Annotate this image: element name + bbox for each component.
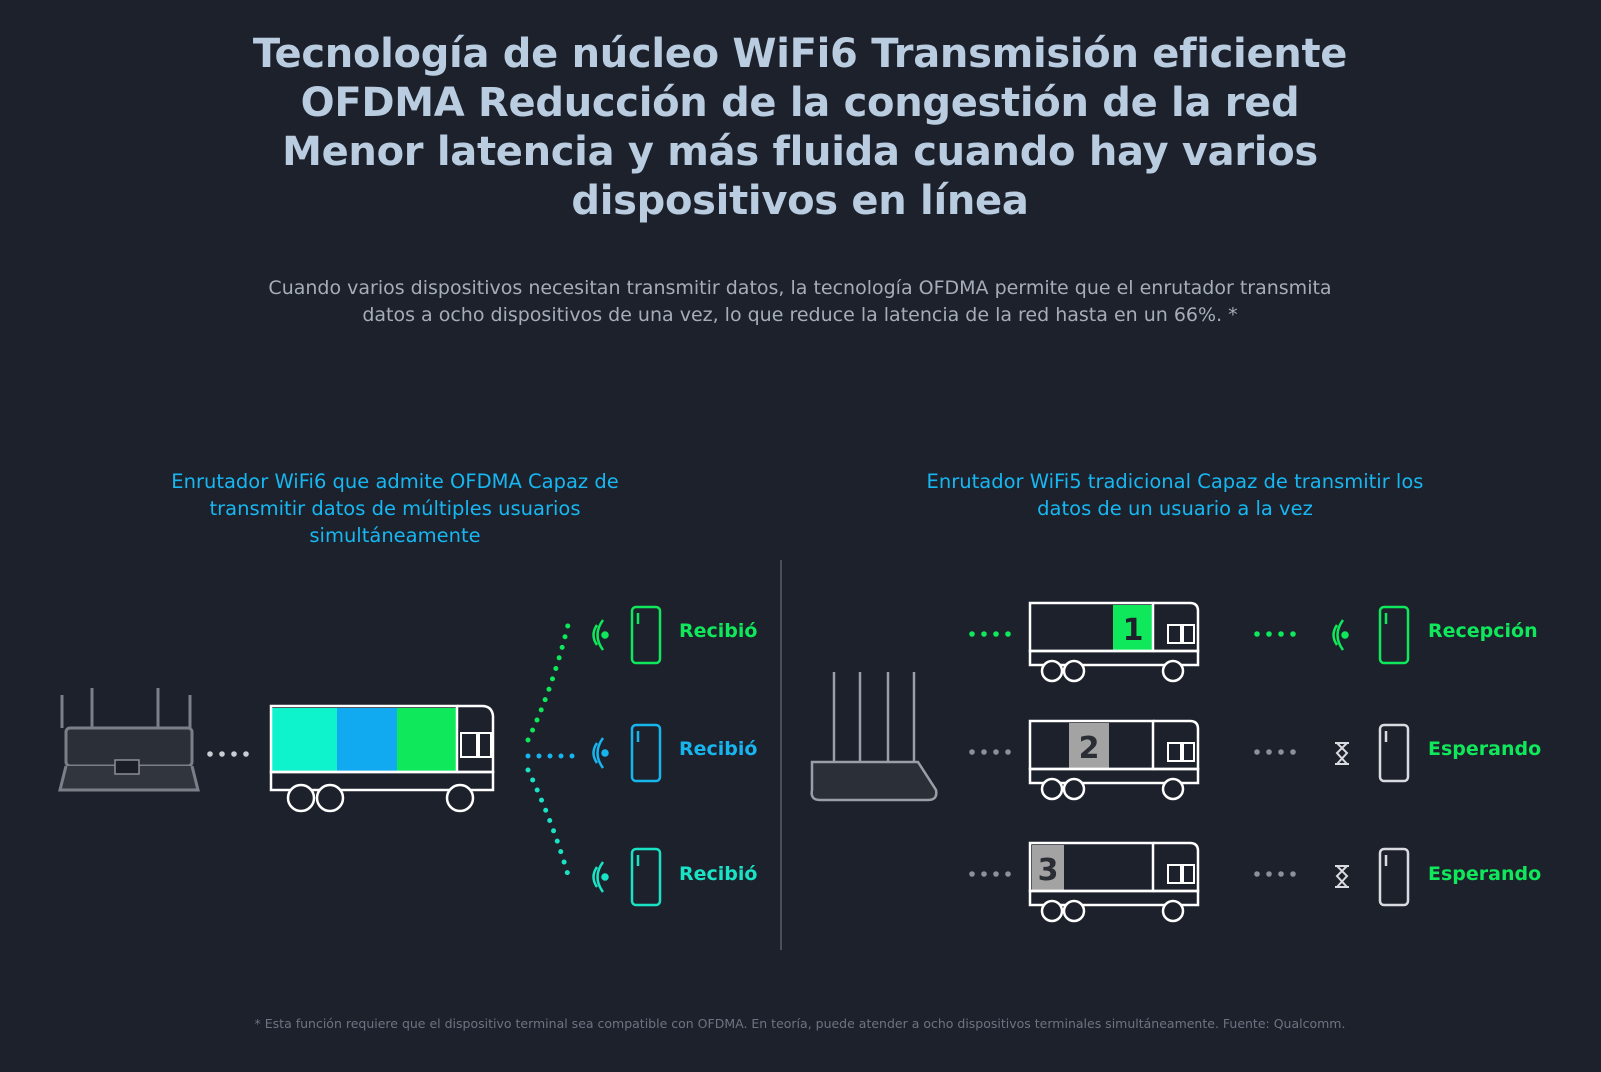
truck-icon	[1028, 601, 1200, 683]
truck-number: 3	[1038, 853, 1059, 888]
router-icon	[810, 672, 938, 802]
wifi-signal-icon	[592, 737, 609, 769]
hourglass-icon	[1335, 742, 1349, 765]
phone-icon	[1378, 605, 1410, 665]
truck-number: 1	[1123, 613, 1144, 648]
phone-icon	[630, 723, 662, 783]
left-status-label: Recibió	[679, 620, 758, 642]
router-truck-dots	[969, 631, 1296, 877]
left-status-label: Recibió	[679, 863, 758, 885]
panel-divider	[780, 560, 782, 950]
right-status-label: Esperando	[1428, 863, 1542, 885]
footnote: * Esta función requiere que el dispositi…	[254, 1016, 1346, 1031]
page-subtitle: Cuando varios dispositivos necesitan tra…	[268, 277, 1332, 326]
truck-icon	[1028, 719, 1200, 801]
right-status-label: Recepción	[1428, 620, 1538, 642]
left-status-label: Recibió	[679, 738, 758, 760]
multi-user-truck-icon	[269, 704, 495, 813]
page-title: Tecnología de núcleo WiFi6 Transmisión e…	[252, 31, 1348, 224]
wifi6-heading: Enrutador WiFi6 que admite OFDMA Capaz d…	[171, 470, 619, 547]
phone-icon	[1378, 847, 1410, 907]
right-status-label: Esperando	[1428, 738, 1542, 760]
wifi-signal-icon	[592, 861, 609, 893]
truck-icon	[1028, 841, 1200, 923]
wifi-signal-icon	[1332, 619, 1349, 651]
wifi5-heading: Enrutador WiFi5 tradicional Capaz de tra…	[926, 470, 1424, 520]
hourglass-icon	[1335, 865, 1349, 888]
truck-number: 2	[1079, 731, 1100, 766]
phone-icon	[630, 847, 662, 907]
wifi-signal-icon	[592, 619, 609, 651]
branch-dots	[525, 622, 578, 878]
phone-icon	[1378, 723, 1410, 783]
router-icon	[58, 688, 200, 792]
phone-icon	[630, 605, 662, 665]
router-truck-dots	[207, 751, 249, 757]
